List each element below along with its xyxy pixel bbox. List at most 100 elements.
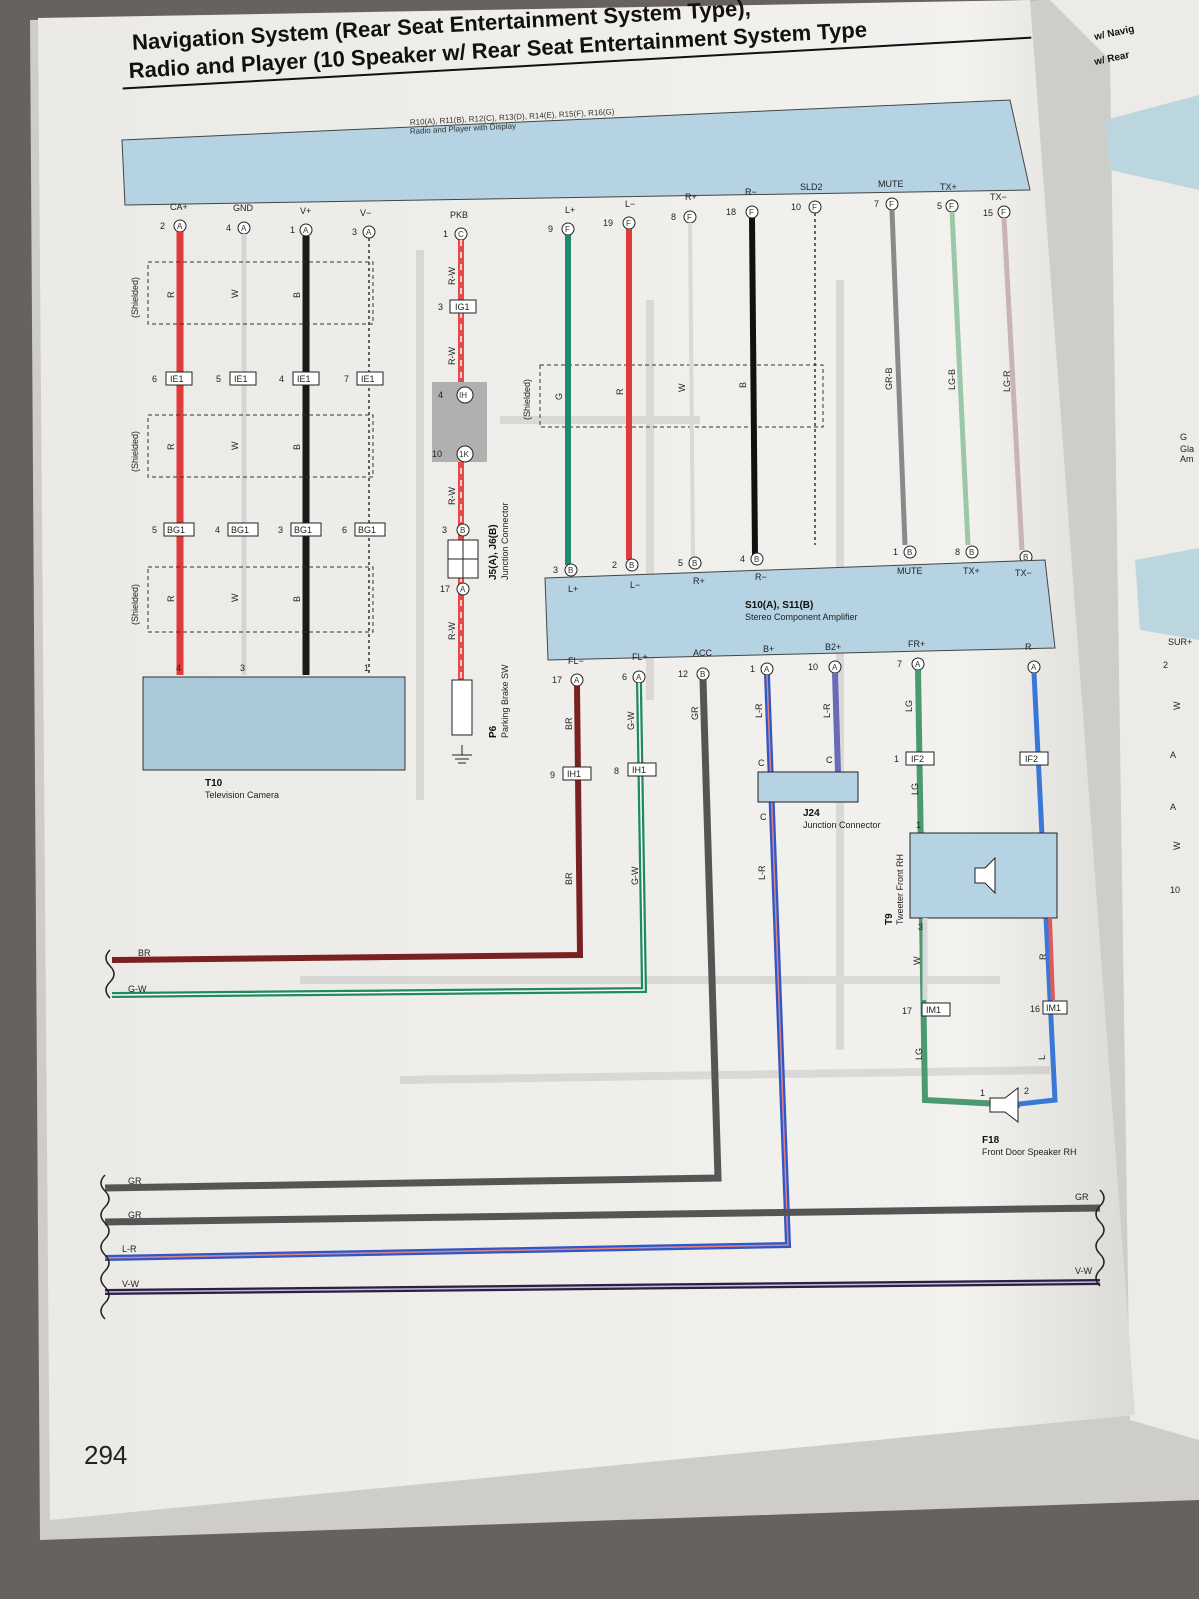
pin-conn: F [949,202,954,211]
wire-code: R [615,388,625,395]
pin-num: 1 [443,229,448,239]
wire-code: L-R [757,865,767,880]
wire-code: G [554,393,564,400]
ih1-box [562,766,592,781]
next-page [1050,0,1199,1440]
pin-name-l-minus: L− [625,199,635,209]
pin-name-gnd: GND [233,203,254,213]
pin-num: 8 [671,212,676,222]
if2-box [905,751,935,766]
wire-code: BR [564,872,574,885]
bg1-label: BG1 [358,525,376,535]
ih1-connectors: 9 IH1 8 IH1 [550,762,657,781]
ie1-pin: 4 [279,374,284,384]
pin-conn: A [241,224,247,233]
pin-name-tx-plus: TX+ [940,182,957,192]
amp-pin-conn: B [700,670,705,679]
pin-conn: C [458,230,464,239]
ih1-box [627,762,657,777]
j24-junction [757,771,859,803]
bg1-pin: 5 [152,525,157,535]
pin-num: 9 [548,224,553,234]
amp-output-wires: BR G-W GR L-R L-R LG BR G-W L-R LG LG L [104,669,1058,1261]
pkb-code: P6 [488,725,499,738]
wire-code: R-W [447,267,457,285]
pin-conn: F [812,203,817,212]
wire-code: LG [910,783,920,795]
bus-label: GR [128,1210,142,1220]
amp-pin-names: L+ L− R+ R− MUTE TX+ TX− S10(A), S11(B) … [568,566,1032,666]
wire-code: LG-R [1002,370,1012,392]
camera-pin: 1 [364,663,369,673]
tweeter-code: T9 [884,913,895,925]
bus-label: V-W [1075,1266,1093,1276]
wire-code: L-R [822,703,832,718]
amp-top-pins: 3 B 2 B 5 B 4 B 1 B 8 B B [553,545,1033,577]
amp-pin-conn: B [907,548,912,557]
camera-wire-codes: R W B R W B R W B [166,289,302,602]
j5-conn: B [460,526,465,535]
j5-code: J5(A), J6(B) [488,524,499,580]
speaker-code: F18 [982,1135,1000,1146]
amp-pin-conn: A [574,676,580,685]
pin-name-v-plus: V+ [300,206,311,216]
amp-pin-conn: B [568,566,573,575]
bg1-box [354,522,386,537]
wire-code: LG-B [947,369,957,390]
ie1-box [229,371,257,386]
pin-name-v-minus: V− [360,208,371,218]
pin-num: 18 [726,207,736,217]
camera-pin: 2 [302,663,307,673]
camera-name: Television Camera [205,790,279,800]
if2-label: IF2 [911,754,924,764]
television-camera-body [142,676,406,771]
amp-pin [965,545,979,559]
camera-pin: 4 [176,663,181,673]
amp-pin-num: 7 [897,659,902,669]
pin-name-pkb: PKB [450,210,468,220]
wire-code: BR [564,717,574,730]
j24-pin: C [760,812,767,822]
shield-boxes [147,261,824,633]
next-page-label: Gla [1180,444,1194,454]
tweeter-name: Tweeter Front RH [895,854,905,925]
wire-code: R-W [447,622,457,640]
amp-pin [688,556,702,570]
next-page-label: W [1172,841,1182,850]
pin-name-ca: CA+ [170,202,188,212]
wire-code: R [166,443,176,450]
pin-num: 7 [874,199,879,209]
pin-name-l-plus: L+ [565,205,575,215]
ih-label: IH [459,391,467,400]
radio-unit-body [121,99,1031,206]
amp-pin-conn: B [1023,553,1028,562]
pin-num: 5 [937,201,942,211]
page-number: 294 [84,1440,127,1470]
pin-conn: A [366,228,372,237]
bg1-label: BG1 [167,525,185,535]
shielded-label-4: (Shielded) [522,379,532,420]
amp-pin-conn: B [969,548,974,557]
front-door-speaker-icon [989,1086,1019,1124]
ie1-label: IE1 [234,374,248,384]
amp-pin-name: MUTE [897,566,923,576]
amp-pin-conn: B [692,559,697,568]
wire-code: GR [690,706,700,720]
wire-gr [104,679,722,1192]
amp-pin-num: 3 [553,565,558,575]
bg1-box [227,522,259,537]
next-page-label: A [1170,802,1176,812]
wire-code: LG [904,700,914,712]
shield-box-3 [147,566,374,633]
wire-code: L [1037,1055,1047,1060]
amp-pin-name: L+ [568,584,578,594]
pin-conn: F [626,219,631,228]
next-page-label: 10 [1170,885,1180,895]
wire-code: L-R [754,703,764,718]
speaker-pin: 1 [980,1088,985,1098]
wire-l [1009,672,1058,1108]
amp-pin-num: 12 [678,669,688,679]
wire-gr-2 [104,1204,1101,1226]
ih-circle [456,386,474,404]
